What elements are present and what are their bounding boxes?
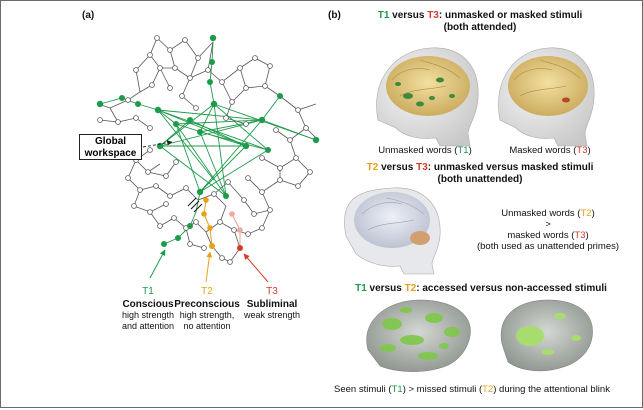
section1-cap-left-close: ) <box>468 145 472 156</box>
section1-title-rest: : unmasked or masked stimuli <box>438 10 583 21</box>
condition-t1-name: Conscious <box>122 299 174 310</box>
global-workspace-line1: Global <box>94 136 127 147</box>
section1-title: T1 versus T3: unmasked or masked stimuli <box>340 10 620 22</box>
global-workspace-label: Global workspace <box>79 134 142 160</box>
section2-line1-text: Unmasked words ( <box>501 208 581 219</box>
condition-t2: T2 Preconscious high strength, no attent… <box>172 286 242 332</box>
section2-line1-t: T2 <box>580 208 592 219</box>
section1-cap-right-text: Masked words ( <box>509 145 577 156</box>
section1-subtitle: (both attended) <box>443 22 517 33</box>
condition-t3-name: Subliminal <box>246 299 298 310</box>
condition-t2-desc1: high strength, <box>179 310 235 320</box>
section3-caption: Seen stimuli (T1) > missed stimuli (T2) … <box>312 384 632 395</box>
section2-title-rest: : unmasked versus masked stimuli <box>427 162 594 173</box>
section3-t-a: T1 <box>355 283 367 294</box>
section3-title: T1 versus T2: accessed versus non-access… <box>336 283 626 295</box>
network-nodes-red <box>229 211 243 251</box>
section2-line3-close: ) <box>585 230 589 241</box>
t3-arrow <box>243 253 269 283</box>
section3-t-b: T2 <box>404 283 417 294</box>
brain-head-unmasked <box>376 47 479 147</box>
section2-line3-t: T3 <box>574 230 586 241</box>
section2-line4: (both used as unattended primes) <box>476 241 620 252</box>
network-edges-green <box>99 41 317 245</box>
section3-cap-a: Seen stimuli ( <box>334 384 392 395</box>
section2-t-a: T2 <box>366 162 379 173</box>
section2-line1-close: ) <box>591 208 595 219</box>
attention-block <box>187 197 203 213</box>
network-nodes-orange <box>201 197 215 249</box>
condition-t1-desc2: and attention <box>121 321 175 331</box>
section2-description: Unmasked words (T2) > masked words (T3) … <box>468 208 628 252</box>
t2-arrow <box>205 251 213 283</box>
condition-t1-id: T1 <box>142 286 154 297</box>
section3-cap-t1: T1 <box>391 384 403 395</box>
section3-title-rest: : accessed versus non-accessed stimuli <box>416 283 607 294</box>
section1-cap-right-close: ) <box>587 145 591 156</box>
global-workspace-line2: workspace <box>84 148 137 159</box>
brain-head-masked <box>498 47 595 147</box>
section1-cap-left-text: Unmasked words ( <box>378 145 458 156</box>
section2-subtitle: (both unattended) <box>437 174 523 185</box>
section2-line3-text: masked words ( <box>507 230 575 241</box>
condition-t2-id: T2 <box>201 286 213 297</box>
section1-cap-right-t: T3 <box>576 145 588 156</box>
condition-t3-id: T3 <box>266 286 278 297</box>
section1-versus: versus <box>392 10 425 21</box>
condition-t1-desc1: high strength <box>121 310 175 320</box>
section2-title: T2 versus T3: unmasked versus masked sti… <box>340 162 620 174</box>
t1-arrow <box>149 249 166 279</box>
condition-t3-desc1: weak strength <box>243 310 301 320</box>
section3-cap-b: ) > missed stimuli ( <box>402 384 483 395</box>
section1-t-a: T1 <box>377 10 390 21</box>
brain-inflated-right <box>500 299 593 372</box>
section1-caption-left: Unmasked words (T1) <box>360 145 490 156</box>
section2-line1: Unmasked words (T2) <box>468 208 628 219</box>
section1-caption-right: Masked words (T3) <box>490 145 610 156</box>
section3-cap-t2: T2 <box>482 384 494 395</box>
section3-cap-c: ) during the attentional blink <box>493 384 610 395</box>
condition-t2-desc2: no attention <box>183 321 231 331</box>
section2-line3: masked words (T3) <box>468 230 628 241</box>
brain-inflated-left <box>366 299 471 372</box>
condition-t1: T1 Conscious high strength and attention <box>118 286 178 332</box>
network-nodes-green <box>96 34 320 247</box>
section2-t-b: T3 <box>416 162 428 173</box>
condition-t2-name: Preconscious <box>174 299 240 310</box>
section2-versus: versus <box>381 162 414 173</box>
section2-gt: > <box>545 219 551 230</box>
panel-b-label: (b) <box>328 10 341 21</box>
section1-t-b: T3 <box>427 10 439 21</box>
condition-t3: T3 Subliminal weak strength <box>242 286 302 321</box>
section3-versus: versus <box>369 283 402 294</box>
brain-head-unattended <box>344 187 441 275</box>
panel-a-label: (a) <box>82 10 95 21</box>
section1-cap-left-t: T1 <box>457 145 469 156</box>
network-nodes-gray <box>97 35 313 265</box>
